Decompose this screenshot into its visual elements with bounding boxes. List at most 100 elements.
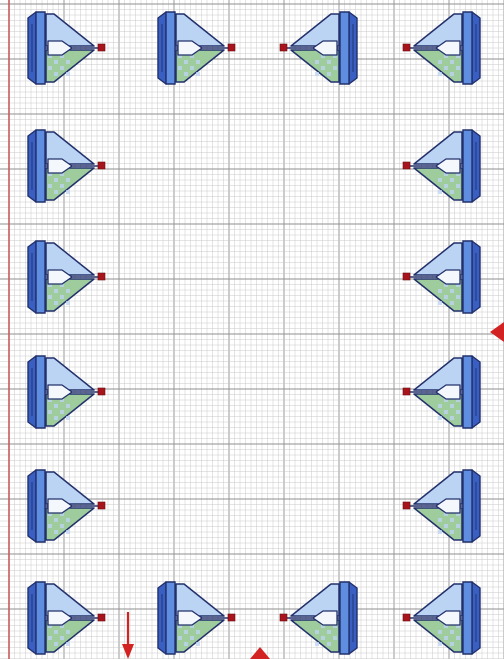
sail-check bbox=[54, 190, 58, 194]
sail-check bbox=[196, 630, 200, 634]
sail-check bbox=[196, 60, 200, 64]
sail-check bbox=[315, 630, 319, 634]
boat-hull-side bbox=[340, 582, 349, 654]
sail-check bbox=[456, 184, 460, 188]
sail-check bbox=[48, 184, 52, 188]
sail-check bbox=[178, 636, 182, 640]
sail-check bbox=[190, 636, 194, 640]
boat-hull-side bbox=[36, 12, 45, 84]
boat-hull-side bbox=[463, 130, 472, 202]
sail-check bbox=[438, 642, 442, 646]
boat-hull-side bbox=[463, 12, 472, 84]
sail-check bbox=[315, 642, 319, 646]
sail-check bbox=[66, 72, 70, 76]
boat-hull-side bbox=[36, 356, 45, 428]
sail-check bbox=[48, 66, 52, 70]
boat-hull-side bbox=[463, 356, 472, 428]
sail-check bbox=[450, 404, 454, 408]
sail-check bbox=[184, 72, 188, 76]
sail-check bbox=[315, 72, 319, 76]
sail-check bbox=[54, 72, 58, 76]
boat-flag bbox=[403, 614, 410, 621]
sail-check bbox=[184, 642, 188, 646]
sail-check bbox=[438, 404, 442, 408]
boat-flag bbox=[98, 44, 105, 51]
sail-check bbox=[450, 642, 454, 646]
sail-check bbox=[444, 295, 448, 299]
sail-check bbox=[66, 630, 70, 634]
sail-check bbox=[333, 66, 337, 70]
sail-check bbox=[60, 636, 64, 640]
sail-check bbox=[54, 178, 58, 182]
sail-check bbox=[48, 524, 52, 528]
sail-check bbox=[444, 636, 448, 640]
sail-check bbox=[66, 289, 70, 293]
sail-check bbox=[456, 524, 460, 528]
sail-check bbox=[66, 416, 70, 420]
sail-check bbox=[48, 295, 52, 299]
sail-check bbox=[60, 295, 64, 299]
sail-check bbox=[54, 404, 58, 408]
sail-check bbox=[66, 642, 70, 646]
sail-check bbox=[456, 636, 460, 640]
sail-check bbox=[60, 184, 64, 188]
boat-hull-side bbox=[463, 582, 472, 654]
sail-check bbox=[333, 636, 337, 640]
sail-check bbox=[444, 184, 448, 188]
sail-check bbox=[60, 410, 64, 414]
sail-check bbox=[450, 178, 454, 182]
sail-check bbox=[450, 289, 454, 293]
boat-flag bbox=[403, 502, 410, 509]
sail-check bbox=[450, 190, 454, 194]
boat-flag bbox=[98, 162, 105, 169]
sail-check bbox=[438, 190, 442, 194]
boat-hull-side bbox=[36, 241, 45, 313]
sail-check bbox=[48, 636, 52, 640]
boat-hull-side bbox=[36, 470, 45, 542]
sail-check bbox=[444, 66, 448, 70]
sail-check bbox=[66, 178, 70, 182]
sail-check bbox=[48, 410, 52, 414]
sail-check bbox=[54, 642, 58, 646]
sail-check bbox=[438, 630, 442, 634]
sail-check bbox=[66, 60, 70, 64]
sail-check bbox=[54, 530, 58, 534]
boat-hull-side bbox=[166, 12, 175, 84]
boat-flag bbox=[280, 614, 287, 621]
sail-check bbox=[190, 66, 194, 70]
sail-check bbox=[438, 72, 442, 76]
sail-check bbox=[438, 518, 442, 522]
sail-check bbox=[438, 289, 442, 293]
sail-check bbox=[444, 524, 448, 528]
sail-check bbox=[54, 630, 58, 634]
boat-flag bbox=[98, 614, 105, 621]
boat-flag bbox=[98, 388, 105, 395]
sail-check bbox=[450, 301, 454, 305]
boat-hull-side bbox=[463, 241, 472, 313]
boat-hull-side bbox=[340, 12, 349, 84]
sail-check bbox=[438, 416, 442, 420]
sail-check bbox=[327, 642, 331, 646]
sail-check bbox=[321, 66, 325, 70]
boat-flag bbox=[403, 388, 410, 395]
sail-check bbox=[196, 642, 200, 646]
boat-hull-side bbox=[463, 470, 472, 542]
sail-check bbox=[438, 60, 442, 64]
sail-check bbox=[66, 301, 70, 305]
sail-check bbox=[438, 178, 442, 182]
boat-flag bbox=[228, 614, 235, 621]
sail-check bbox=[450, 518, 454, 522]
sail-check bbox=[450, 416, 454, 420]
sail-check bbox=[444, 410, 448, 414]
sail-check bbox=[54, 289, 58, 293]
sail-check bbox=[327, 60, 331, 64]
sail-check bbox=[184, 630, 188, 634]
sail-check bbox=[54, 416, 58, 420]
sail-check bbox=[456, 295, 460, 299]
sail-check bbox=[450, 60, 454, 64]
sail-check bbox=[327, 72, 331, 76]
sail-check bbox=[456, 410, 460, 414]
sail-check bbox=[327, 630, 331, 634]
sail-check bbox=[54, 60, 58, 64]
